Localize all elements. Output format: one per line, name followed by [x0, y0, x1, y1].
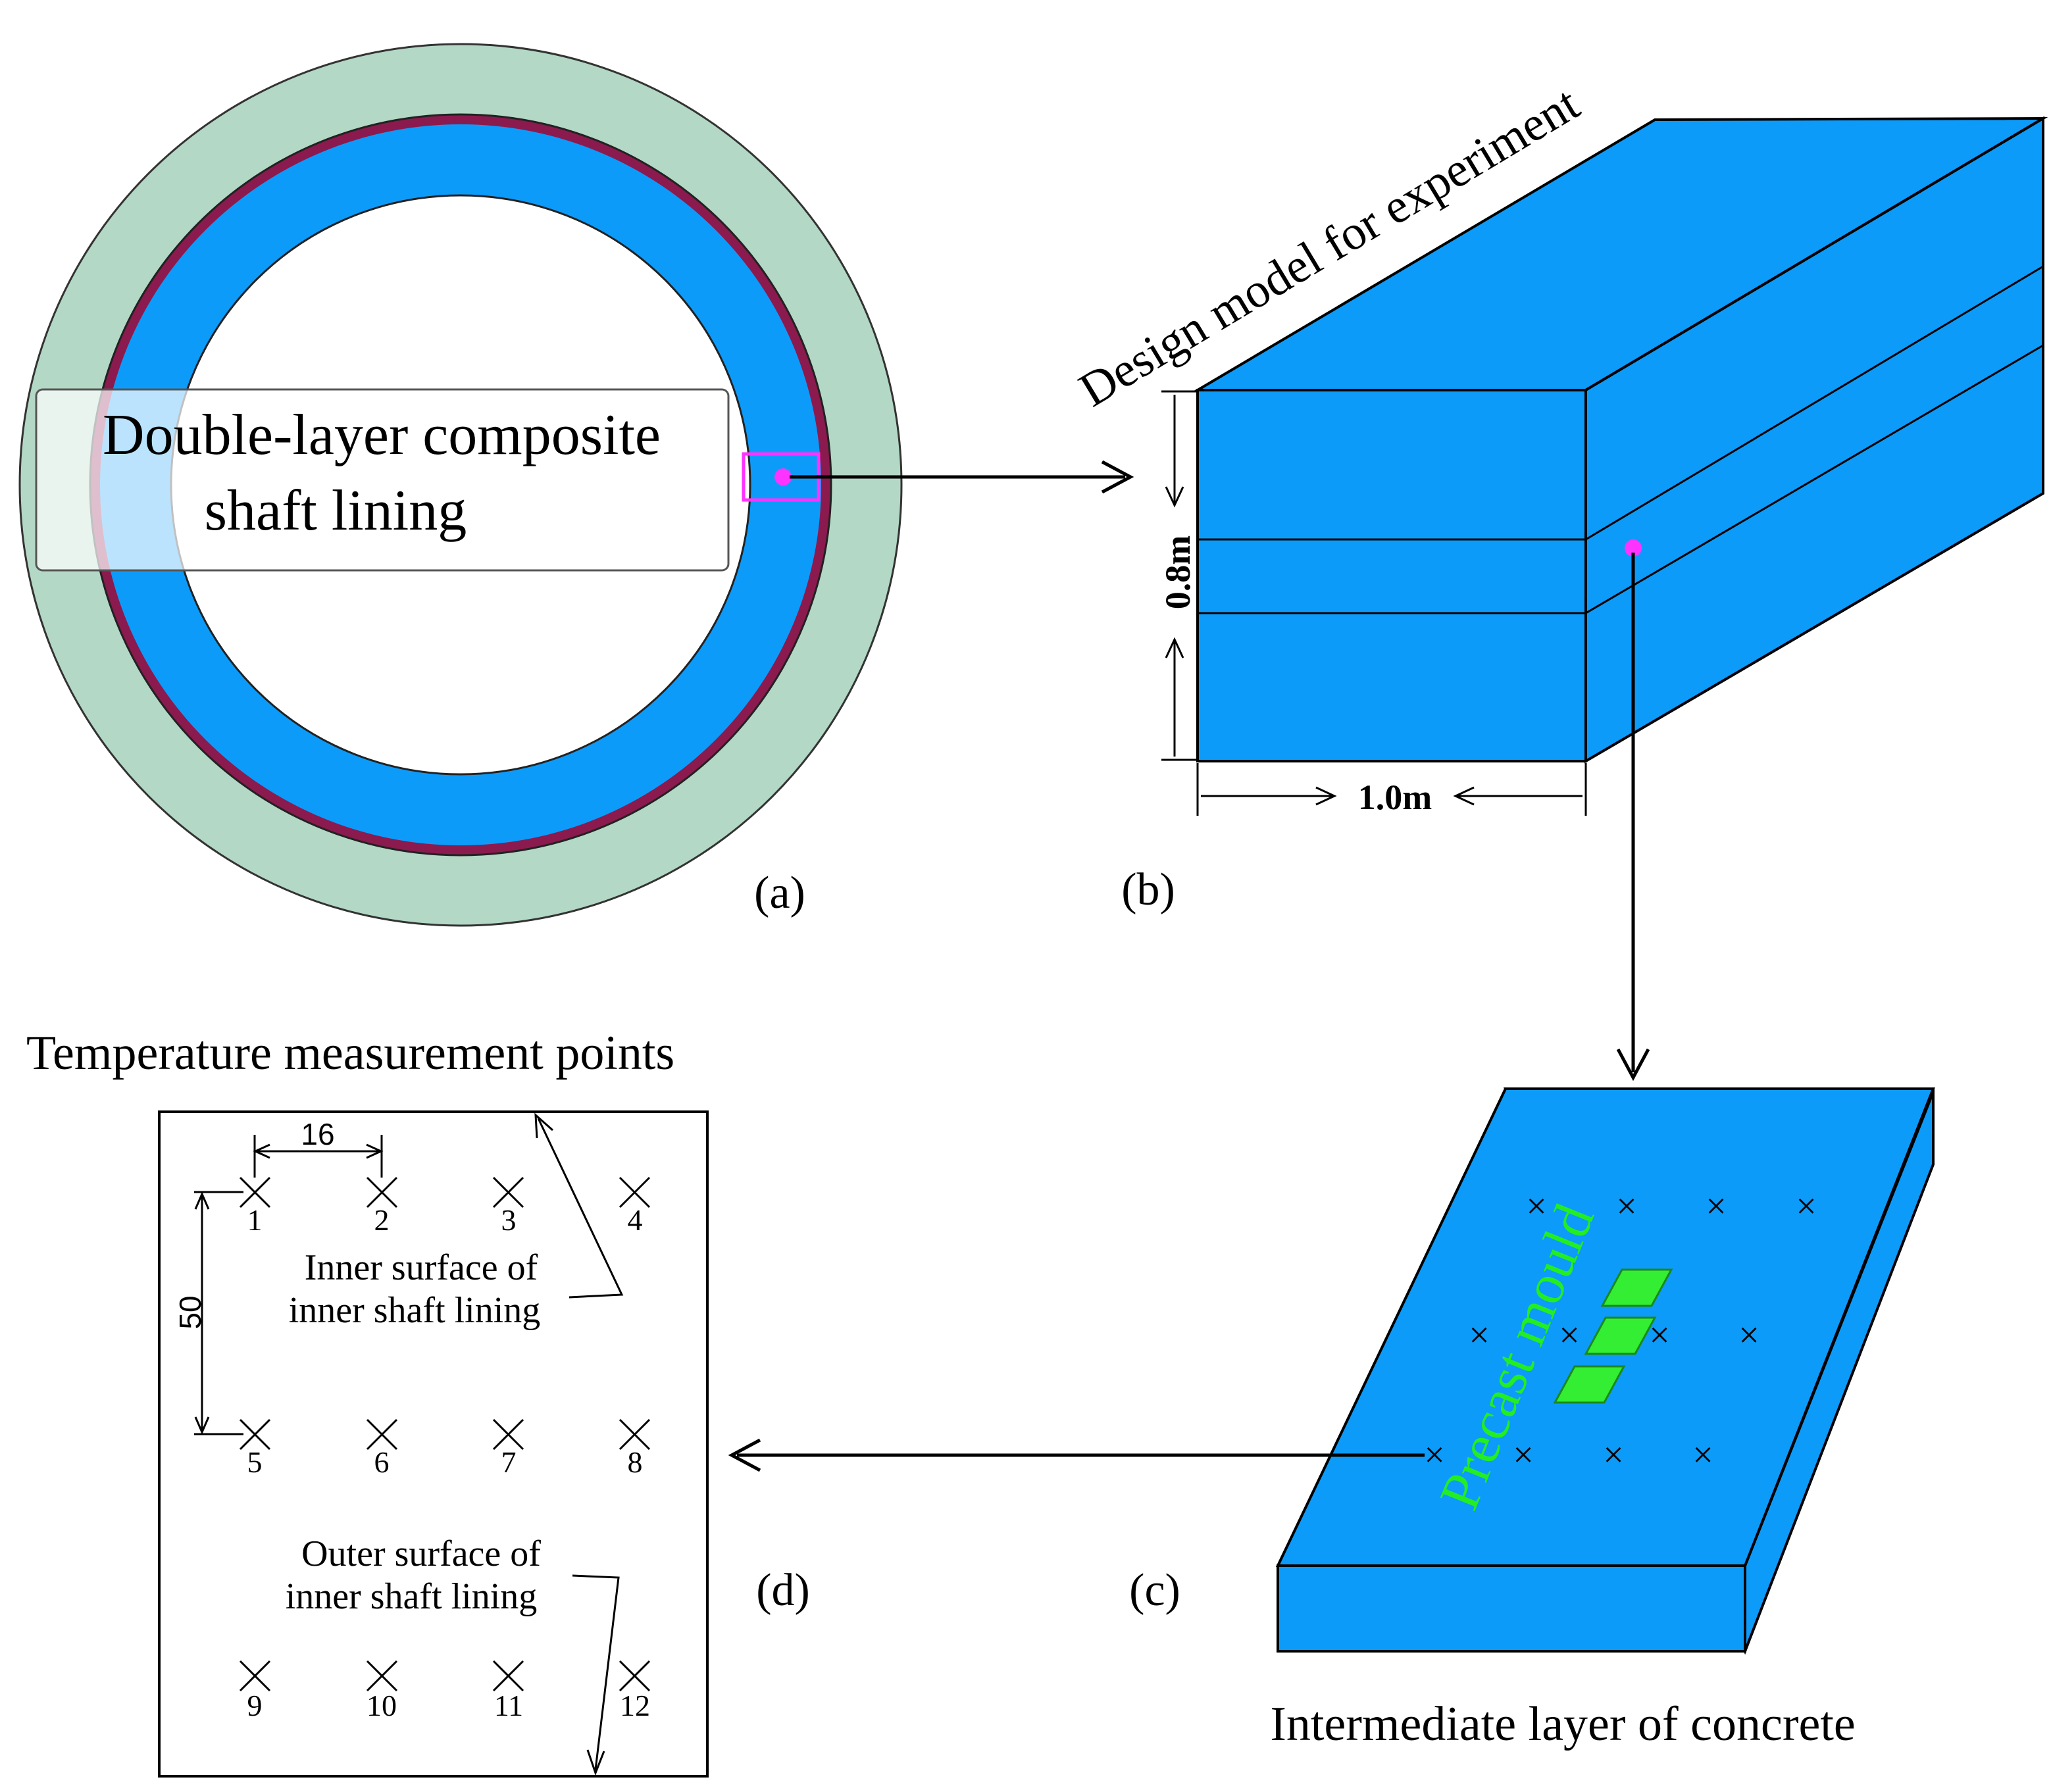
point-cross — [366, 1418, 398, 1451]
point-number: 2 — [374, 1203, 390, 1237]
point-number: 8 — [628, 1445, 643, 1479]
outer-note-line-2: inner shaft lining — [286, 1576, 538, 1617]
point-cross — [492, 1418, 524, 1451]
point-cross — [619, 1418, 651, 1451]
arrow-b-to-c — [1616, 553, 1650, 1082]
panel-c: × × × × × × × × × × × × Precast mould (c… — [1129, 1087, 1935, 1751]
inner-note-line-2: inner shaft lining — [289, 1290, 541, 1331]
width-dimension-label: 1.0m — [1358, 778, 1432, 817]
spacing-v-label: 50 — [173, 1295, 207, 1329]
height-arrowhead-bottom — [1165, 637, 1184, 659]
slab-mark: × — [1796, 1186, 1817, 1227]
point-number: 12 — [620, 1689, 650, 1722]
slab-mark: × — [1616, 1186, 1637, 1227]
point-cross — [366, 1660, 398, 1692]
inner-surface-note: Inner surface of inner shaft lining — [289, 1112, 624, 1331]
vertical-spacing-dimension: 50 — [173, 1191, 243, 1435]
slab-mark: × — [1603, 1435, 1624, 1476]
slab-mark: × — [1469, 1315, 1490, 1356]
panel-a-label: (a) — [754, 868, 805, 918]
callout-line-2: shaft lining — [205, 479, 467, 543]
spacing-h-label: 16 — [301, 1117, 334, 1151]
width-arrowhead-left — [1315, 786, 1337, 806]
point-number: 10 — [367, 1689, 397, 1722]
height-arrowhead-top — [1165, 486, 1184, 508]
point-number: 6 — [374, 1445, 390, 1479]
point-cross — [492, 1660, 524, 1692]
slab-front-face — [1277, 1564, 1746, 1653]
arrow-c-to-d-head — [728, 1438, 761, 1472]
outer-note-arrowhead — [586, 1749, 605, 1776]
width-dimension: 1.0m — [1196, 763, 1587, 817]
panel-a: Double-layer composite shaft lining (a) — [18, 43, 903, 927]
measurement-grid-frame — [158, 1110, 709, 1778]
point-cross — [619, 1660, 651, 1692]
inner-note-leader — [537, 1118, 624, 1299]
inner-note-line-1: Inner surface of — [305, 1247, 538, 1288]
precast-mould-block — [1584, 1316, 1657, 1355]
spacing-h-head-right — [366, 1143, 384, 1159]
slab-mark: × — [1692, 1435, 1713, 1476]
spacing-v-head-bottom — [194, 1416, 210, 1435]
point-cross — [239, 1418, 271, 1451]
callout-box-frame — [35, 388, 730, 572]
measurement-points: 1 2 3 4 5 6 7 8 9 10 11 12 — [239, 1176, 651, 1722]
spacing-v-head-top — [194, 1191, 210, 1210]
slab-mark: × — [1559, 1315, 1580, 1356]
precast-mould-block — [1553, 1365, 1626, 1404]
outer-note-line-1: Outer surface of — [301, 1533, 541, 1574]
slab-mark: × — [1738, 1315, 1760, 1356]
panel-b-label: (b) — [1121, 864, 1175, 915]
slab-mark: × — [1424, 1435, 1445, 1476]
callout-box: Double-layer composite shaft lining — [35, 388, 730, 572]
callout-line-1: Double-layer composite — [103, 403, 661, 467]
arrow-c-to-d — [728, 1438, 1425, 1472]
horizontal-spacing-dimension: 16 — [253, 1117, 384, 1178]
point-number: 4 — [628, 1203, 643, 1237]
arrow-a-to-b — [790, 460, 1134, 494]
panel-b: 0.8m 1.0m Design model for experiment (b… — [1071, 76, 2048, 915]
sample-location-dot — [774, 468, 792, 485]
point-number: 1 — [247, 1203, 263, 1237]
panel-c-caption: Intermediate layer of concrete — [1270, 1697, 1856, 1751]
width-arrowhead-right — [1453, 786, 1475, 806]
inner-note-arrowhead — [534, 1112, 553, 1139]
point-number: 11 — [494, 1689, 523, 1722]
point-number: 3 — [501, 1203, 517, 1237]
panel-d: Temperature measurement points 16 50 — [26, 1026, 810, 1778]
point-number: 5 — [247, 1445, 263, 1479]
slab-mark: × — [1513, 1435, 1534, 1476]
arrow-a-to-b-head — [1101, 460, 1134, 494]
point-cross — [619, 1176, 651, 1208]
point-cross — [366, 1176, 398, 1208]
height-dimension: 0.8m — [1158, 390, 1198, 761]
panel-c-label: (c) — [1129, 1565, 1180, 1616]
height-dimension-label: 0.8m — [1158, 535, 1198, 610]
arrow-b-to-c-head — [1616, 1048, 1650, 1082]
layer-line-lower-side — [1585, 344, 2044, 614]
panel-d-title: Temperature measurement points — [26, 1026, 674, 1080]
panel-d-label: (d) — [756, 1565, 810, 1616]
slab-mark: × — [1526, 1186, 1547, 1227]
block-front-face — [1196, 389, 1587, 762]
point-number: 7 — [501, 1445, 517, 1479]
outer-note-leader — [572, 1574, 620, 1770]
spacing-h-head-left — [253, 1143, 270, 1159]
slab-mark: × — [1706, 1186, 1727, 1227]
outer-surface-note: Outer surface of inner shaft lining — [286, 1533, 620, 1776]
point-cross — [492, 1176, 524, 1208]
layer-line-upper-side — [1585, 265, 2044, 541]
point-number: 9 — [247, 1689, 263, 1722]
point-cross — [239, 1660, 271, 1692]
intermediate-layer-dot — [1625, 539, 1642, 557]
precast-mould-block — [1600, 1268, 1673, 1307]
point-cross — [239, 1176, 271, 1208]
